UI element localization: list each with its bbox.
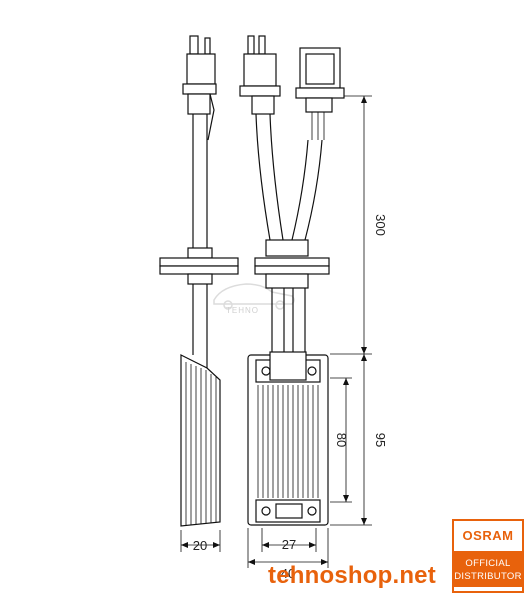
dimension-arrows bbox=[181, 96, 367, 565]
front-view bbox=[239, 35, 345, 526]
badge-line-1: OFFICIAL bbox=[465, 558, 511, 569]
dim-body-length: 95 bbox=[373, 433, 388, 447]
side-view bbox=[159, 35, 239, 527]
dim-mount-width: 27 bbox=[282, 537, 296, 552]
dimension-lines bbox=[180, 95, 372, 568]
watermark-text: TEHNO bbox=[226, 306, 259, 315]
badge-line-2: DISTRIBUTOR bbox=[454, 571, 522, 582]
badge-brand: OSRAM bbox=[462, 528, 514, 543]
watermark-car-icon bbox=[213, 283, 295, 310]
dim-cable-length: 300 bbox=[373, 214, 388, 236]
osram-distributor-badge: OSRAM OFFICIAL DISTRIBUTOR bbox=[452, 519, 524, 593]
dim-side-thickness: 20 bbox=[193, 538, 207, 553]
badge-caption: OFFICIAL DISTRIBUTOR bbox=[454, 551, 522, 587]
dim-body-width: 40 bbox=[281, 566, 295, 581]
site-name[interactable]: tehnoshop.net bbox=[268, 562, 436, 589]
dim-body-inner: 80 bbox=[334, 433, 349, 447]
